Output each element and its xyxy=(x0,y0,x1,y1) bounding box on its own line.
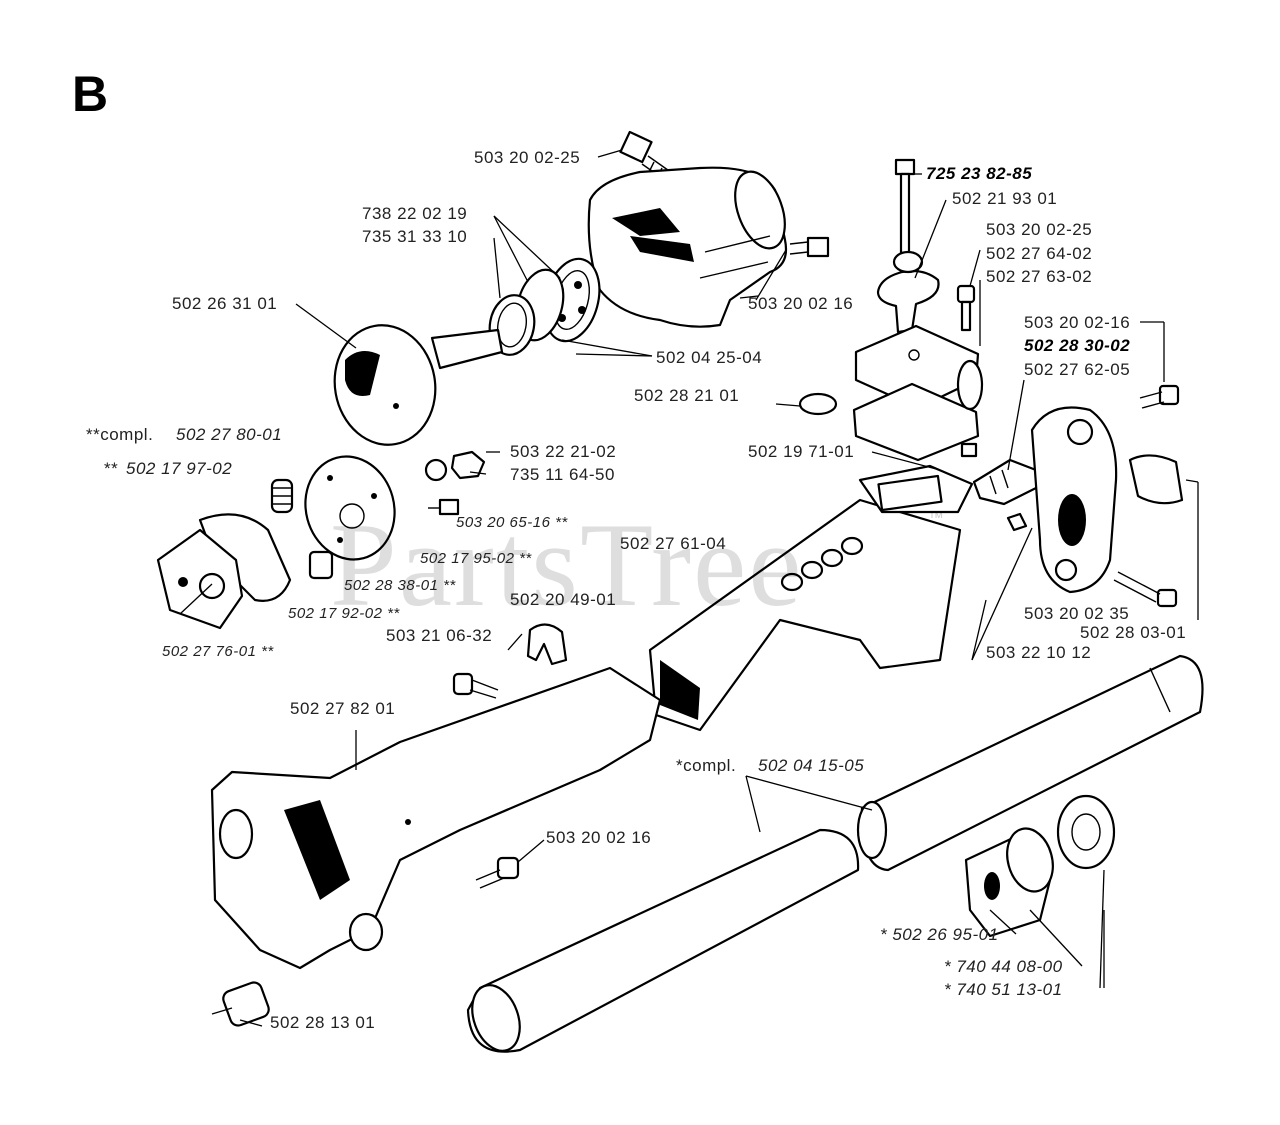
part-label[interactable]: 503 22 21-02 xyxy=(510,442,617,461)
part-label[interactable]: 503 20 02 16 xyxy=(748,294,854,313)
part-label[interactable]: 502 19 71-01 xyxy=(748,442,855,461)
leader-lines xyxy=(179,149,1199,1027)
part-label[interactable]: 502 28 38-01 ** xyxy=(344,577,456,594)
part-label[interactable]: 502 27 76-01 ** xyxy=(162,643,274,660)
clutch-drum-part xyxy=(333,324,504,446)
part-label[interactable]: 502 20 49-01 xyxy=(510,590,617,609)
clip-part xyxy=(526,623,568,666)
screw-part xyxy=(1006,384,1180,608)
part-label[interactable]: 502 17 92-02 ** xyxy=(288,605,400,622)
seal-part xyxy=(1056,794,1116,870)
part-label[interactable]: 502 17 97-02 xyxy=(126,459,233,478)
part-label[interactable]: 502 28 13 01 xyxy=(270,1013,376,1032)
part-label[interactable]: 502 04 15-05 xyxy=(758,756,865,775)
part-label[interactable]: * 740 51 13-01 xyxy=(944,980,1063,999)
part-label[interactable]: 502 27 64-02 xyxy=(986,244,1093,263)
section-letter: B xyxy=(72,66,109,122)
part-label[interactable]: 503 20 02 35 xyxy=(1024,604,1130,623)
screw-part xyxy=(956,284,976,332)
bolt-part xyxy=(475,856,520,889)
part-label-prefix: ** xyxy=(104,459,119,478)
part-label[interactable]: 503 20 02-25 xyxy=(474,148,581,167)
part-label[interactable]: * 502 26 95-01 xyxy=(880,925,999,944)
part-label[interactable]: 503 20 02-25 xyxy=(986,220,1093,239)
part-label[interactable]: 502 27 80-01 xyxy=(176,425,283,444)
tube-part xyxy=(466,828,860,1053)
clutch-plate-part xyxy=(304,455,396,561)
part-label[interactable]: 503 22 10 12 xyxy=(986,643,1092,662)
clutch-shoe-part xyxy=(156,513,292,630)
part-label[interactable]: 502 21 93 01 xyxy=(952,189,1058,208)
part-label[interactable]: 735 11 64-50 xyxy=(510,465,615,484)
part-label[interactable]: 502 17 95-02 ** xyxy=(420,550,532,567)
fitting-part xyxy=(972,458,1042,506)
shaft-housing-part xyxy=(648,442,978,732)
watermark: PartsTree xyxy=(330,498,804,631)
tube-part xyxy=(856,654,1204,872)
part-label[interactable]: 502 27 63-02 xyxy=(986,267,1093,286)
part-label[interactable]: 502 28 30-02 xyxy=(1024,336,1131,355)
part-label[interactable]: 502 28 21 01 xyxy=(634,386,740,405)
part-label[interactable]: 735 31 33 10 xyxy=(362,227,468,246)
part-label[interactable]: 503 20 02 16 xyxy=(546,828,652,847)
part-label[interactable]: 502 04 25-04 xyxy=(656,348,763,367)
washer-part xyxy=(798,392,838,416)
lower-housing-part xyxy=(210,666,662,970)
part-label[interactable]: 502 27 62-05 xyxy=(1024,360,1131,379)
part-label[interactable]: 503 20 02-16 xyxy=(1024,313,1131,332)
gear-housing-part xyxy=(587,166,788,328)
bolt-part xyxy=(789,236,830,258)
bearing-part xyxy=(488,257,601,356)
bracket-part xyxy=(1030,406,1118,594)
part-label-prefix: *compl. xyxy=(676,756,737,775)
watermark-trademark: ™ xyxy=(928,510,944,527)
nut-part xyxy=(308,450,486,580)
bushing-part xyxy=(964,827,1054,938)
part-label[interactable]: 502 28 03-01 xyxy=(1080,623,1187,642)
part-label[interactable]: 503 20 65-16 ** xyxy=(456,514,568,531)
part-label-prefix: **compl. xyxy=(86,425,154,444)
part-label[interactable]: * 740 44 08-00 xyxy=(944,957,1063,976)
connector-part xyxy=(211,981,270,1027)
part-label[interactable]: 503 21 06-32 xyxy=(386,626,493,645)
part-label[interactable]: 502 27 82 01 xyxy=(290,699,396,718)
part-label[interactable]: 502 26 31 01 xyxy=(172,294,278,313)
part-label[interactable]: 725 23 82-85 xyxy=(926,164,1033,183)
clamp-part xyxy=(852,324,984,462)
spring-part xyxy=(270,478,294,514)
part-label[interactable]: 738 22 02 19 xyxy=(362,204,468,223)
cushion-part xyxy=(1128,454,1184,505)
bolt-part xyxy=(452,672,499,699)
knob-bolt-part xyxy=(876,158,940,334)
part-label[interactable]: 502 27 61-04 xyxy=(620,534,727,553)
